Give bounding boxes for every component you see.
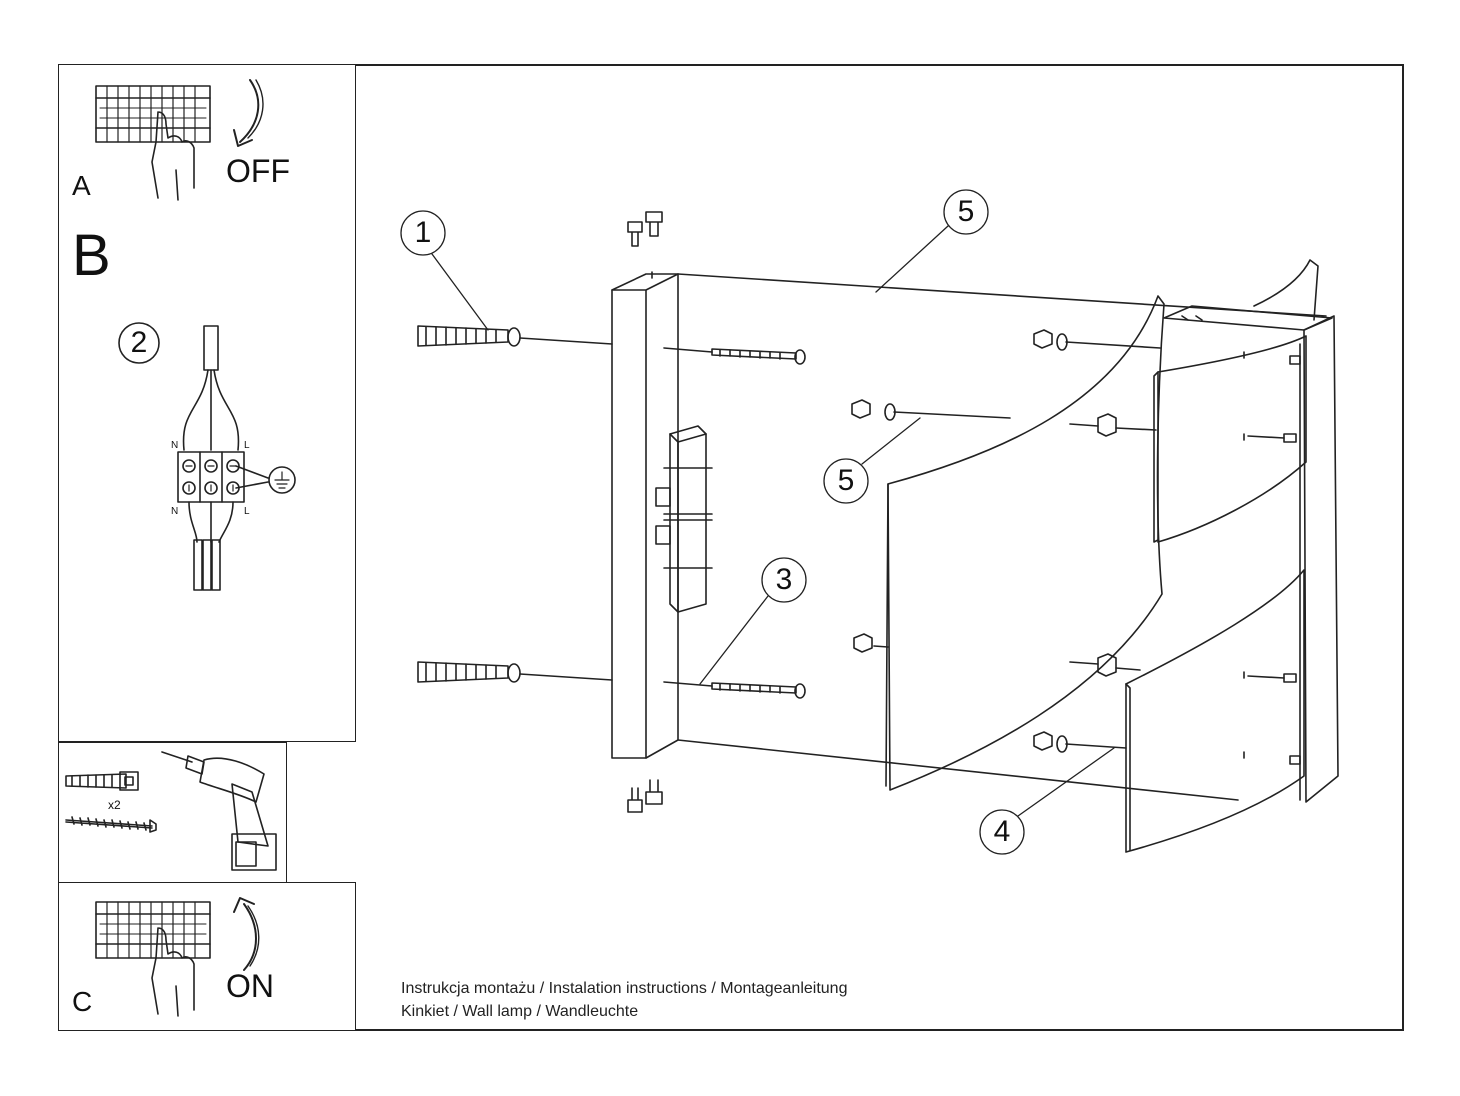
- wiring-diagram: [118, 322, 296, 591]
- callout-3-screw: 3: [775, 563, 793, 596]
- screw-icon: [65, 816, 157, 833]
- lamp-body-frame: [1163, 259, 1339, 803]
- side-panel-upper: [1153, 335, 1307, 543]
- quantity-label: x2: [108, 798, 121, 812]
- footer-product-name: Kinkiet / Wall lamp / Wandleuchte: [401, 1003, 639, 1020]
- callout-1-wall-plug: 1: [414, 216, 432, 249]
- step-c-label: C: [72, 986, 93, 1017]
- terminal-connector: [655, 425, 713, 613]
- breaker-box-off-icon: [95, 85, 211, 201]
- terminal-label-n-top: N: [171, 440, 179, 451]
- bracket-bottom-screws: [627, 779, 663, 813]
- step-c-panel: [58, 882, 356, 1031]
- arrow-down-icon: [233, 79, 264, 147]
- wall-plug-icon: [65, 771, 139, 791]
- callout-5-frame: 5: [957, 195, 975, 228]
- bracket-screw-lower: [663, 681, 806, 699]
- wall-plug-lower: [417, 661, 613, 683]
- power-off-text: OFF: [226, 153, 290, 189]
- step-a-label: A: [72, 170, 91, 201]
- bracket-screw-upper: [663, 347, 806, 365]
- terminal-label-n-bottom: N: [171, 506, 179, 517]
- footer-instructions-title: Instrukcja montażu / Instalation instruc…: [401, 980, 848, 997]
- side-panel-lower: [1125, 569, 1305, 853]
- front-panel: [885, 295, 1165, 791]
- step-b-panel: [58, 212, 356, 742]
- drill-icon: [161, 751, 277, 871]
- bracket-top-screws: [627, 211, 663, 247]
- wall-plug-upper: [417, 325, 613, 347]
- terminal-label-l-top: L: [244, 440, 250, 451]
- callout-2-wiring: 2: [130, 326, 148, 359]
- nuts-and-washers: [851, 329, 1301, 765]
- power-on-text: ON: [226, 968, 274, 1004]
- wall-bracket: [611, 271, 1327, 801]
- terminal-label-l-bottom: L: [244, 506, 250, 517]
- step-b-label: B: [72, 223, 111, 288]
- callout-4-panel: 4: [993, 815, 1011, 848]
- callout-5-washer: 5: [837, 464, 855, 497]
- breaker-box-on-icon: [95, 901, 211, 1017]
- arrow-up-icon: [233, 897, 260, 971]
- callout-leaders: [400, 189, 1115, 855]
